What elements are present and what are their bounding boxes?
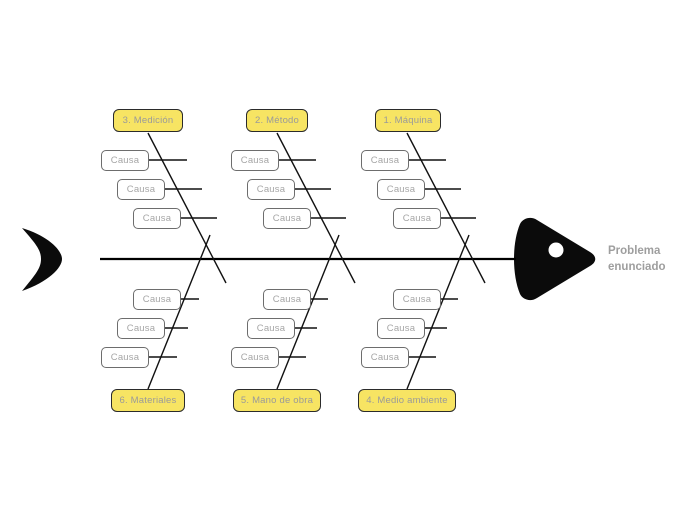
cause-box[interactable]: Causa <box>247 318 295 339</box>
cause-label: Causa <box>240 352 270 363</box>
cause-box[interactable]: Causa <box>133 289 181 310</box>
cause-label: Causa <box>386 323 416 334</box>
cause-label: Causa <box>142 294 172 305</box>
fish-tail <box>22 228 62 291</box>
cause-box[interactable]: Causa <box>247 179 295 200</box>
cause-box[interactable]: Causa <box>133 208 181 229</box>
category-label: 3. Medición <box>122 115 174 126</box>
cause-label: Causa <box>142 213 172 224</box>
cause-box[interactable]: Causa <box>361 347 409 368</box>
cause-box[interactable]: Causa <box>393 289 441 310</box>
bone-materiales <box>147 234 211 390</box>
cause-box[interactable]: Causa <box>377 179 425 200</box>
category-box-medio-ambiente[interactable]: 4. Medio ambiente <box>358 389 456 412</box>
category-box-metodo[interactable]: 2. Método <box>246 109 308 132</box>
cause-label: Causa <box>110 352 140 363</box>
problem-statement-label: Problema enunciado <box>608 245 666 273</box>
cause-label: Causa <box>256 184 286 195</box>
cause-label: Causa <box>126 323 156 334</box>
fish-eye <box>548 242 564 258</box>
bone-mano-de-obra <box>276 234 340 390</box>
cause-label: Causa <box>370 352 400 363</box>
category-label: 5. Mano de obra <box>240 395 314 406</box>
cause-label: Causa <box>272 213 302 224</box>
cause-label: Causa <box>256 323 286 334</box>
cause-box[interactable]: Causa <box>231 150 279 171</box>
bone-medicion <box>147 132 227 284</box>
bone-medio-ambiente <box>406 234 470 390</box>
cause-box[interactable]: Causa <box>101 150 149 171</box>
cause-box[interactable]: Causa <box>101 347 149 368</box>
bone-maquina <box>406 132 486 284</box>
cause-box[interactable]: Causa <box>117 179 165 200</box>
cause-box[interactable]: Causa <box>263 208 311 229</box>
cause-box[interactable]: Causa <box>361 150 409 171</box>
cause-label: Causa <box>370 155 400 166</box>
cause-label: Causa <box>126 184 156 195</box>
cause-box[interactable]: Causa <box>117 318 165 339</box>
cause-label: Causa <box>240 155 270 166</box>
category-label: 2. Método <box>254 115 300 126</box>
cause-box[interactable]: Causa <box>393 208 441 229</box>
fish-head <box>514 217 596 301</box>
category-box-materiales[interactable]: 6. Materiales <box>111 389 185 412</box>
cause-box[interactable]: Causa <box>377 318 425 339</box>
cause-box[interactable]: Causa <box>263 289 311 310</box>
bone-metodo <box>276 132 356 284</box>
category-box-medicion[interactable]: 3. Medición <box>113 109 183 132</box>
cause-label: Causa <box>402 213 432 224</box>
cause-label: Causa <box>272 294 302 305</box>
cause-label: Causa <box>402 294 432 305</box>
category-label: 1. Máquina <box>383 115 433 126</box>
cause-box[interactable]: Causa <box>231 347 279 368</box>
category-box-maquina[interactable]: 1. Máquina <box>375 109 441 132</box>
category-label: 4. Medio ambiente <box>366 395 448 406</box>
cause-label: Causa <box>110 155 140 166</box>
category-box-mano-de-obra[interactable]: 5. Mano de obra <box>233 389 321 412</box>
cause-label: Causa <box>386 184 416 195</box>
category-label: 6. Materiales <box>119 395 177 406</box>
